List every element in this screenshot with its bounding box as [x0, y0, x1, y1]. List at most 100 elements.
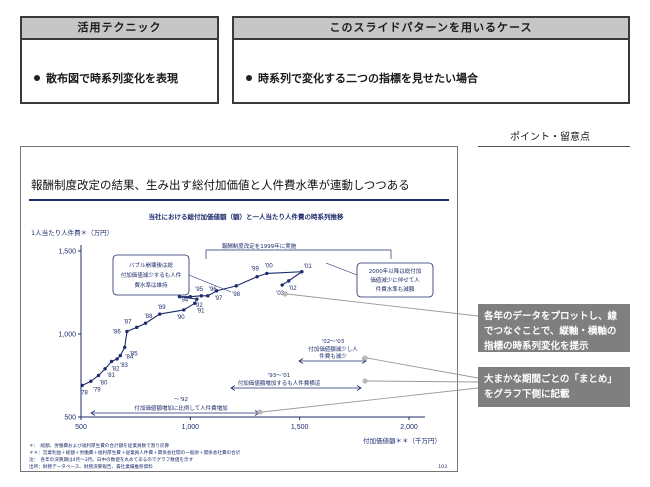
x-tick-label: 2,000 [400, 424, 418, 431]
annotation-bubble-pointer [188, 274, 232, 293]
chart-series: '78 '79'80'81'82'83 '84'85 '86'87 '88 '89 '90 '… [80, 263, 312, 396]
annotation-9301-period: '93～'01 [268, 373, 291, 379]
point-label: '97 [215, 296, 223, 302]
data-point [265, 271, 269, 276]
annotation-2000-line: 価値減少に伴せて人 [370, 276, 420, 284]
data-point [80, 383, 84, 388]
data-point [123, 345, 127, 349]
data-point [96, 373, 101, 378]
annotation-bubble-line: バブル崩壊後は総 [129, 261, 174, 269]
footnote-1: ＊： 総額、労働費および福利厚生費の合計額を従業員数で割り戻算 [29, 442, 170, 449]
data-point [193, 301, 197, 305]
annotation-2000-pointer [325, 262, 358, 276]
data-point [177, 294, 182, 299]
point-label: '99 [251, 267, 259, 273]
footnote-3: 注： 各年の決算期は4月～3月。日中の数値を丸めてあるのでグラフ数値を示す [29, 456, 194, 463]
technique-panel-header: 活用テクニック [22, 18, 217, 40]
y-tick-label: 1,000 [58, 332, 76, 339]
use-case-panel: このスライドパターンを用いるケース 時系列で変化する二つの指標を見せたい場合 [232, 16, 630, 104]
annotation-2000-line: 件費水準も減額 [376, 285, 415, 293]
annotation-0203-line: 付加価値額減少し人 [308, 345, 358, 353]
data-point [109, 359, 114, 364]
point-label: '94 [180, 298, 188, 304]
callout-box [112, 254, 190, 296]
annotation-0203-period: '02～'03 [322, 339, 345, 345]
annotation-0203-arrow-tail [298, 358, 304, 364]
point-label: '98 [232, 292, 240, 298]
points-divider [478, 146, 630, 147]
x-tick-label: 500 [75, 424, 87, 431]
data-point [188, 294, 193, 299]
point-label: '02 [289, 286, 297, 292]
footnote-4: 出所：財務データベース、財務決算報告、貴社業績推移資料 [29, 463, 153, 470]
scatter-chart: 当社における総付加価値額（額）と一人当たり人件費の時系列推移 1人当たり人件費＊… [29, 212, 447, 470]
point-label: '79 [93, 387, 101, 393]
y-tick-label: 1,500 [58, 249, 76, 256]
point-label: '89 [158, 305, 166, 311]
annotation-bubble-line: 付加価値減少するも人件 [121, 271, 182, 279]
point-label: '91 [197, 308, 205, 314]
slide-title: 報酬制度改定の結果、生み出す総付加価値と人件費水準が連動しつつある [31, 178, 410, 192]
point-label: '78 [80, 390, 88, 396]
data-point [287, 279, 291, 283]
chart-annotations: 報酬制度改定を1999年に実施バブル崩壊後は総付加価値減少するも人件費水準は維持… [90, 242, 434, 416]
x-axis-label: 付加価値額＊＊（千万円） [363, 436, 441, 445]
point-label: '95 [195, 287, 203, 293]
point-note-2: 大まかな期間ごとの「まとめ」をグラフ下側に記載 [478, 367, 630, 407]
technique-panel: 活用テクニック 散布図で時系列変化を表現 [20, 16, 219, 104]
point-label: '85 [130, 351, 138, 357]
data-point [300, 270, 304, 274]
footnote-2: ＊＊：営業利益＋総額＋労働費＋福利厚生費＋従業員人件費＋関係会社間の一般財＋関係… [29, 449, 241, 456]
annotation-92-text: 付加価値額増加に比例して人件費増加 [134, 404, 227, 412]
point-label: '86 [113, 330, 121, 336]
point-label: '03 [276, 291, 284, 297]
bullet-icon [34, 75, 40, 81]
point-label: '87 [124, 319, 132, 325]
point-label: '83 [120, 363, 128, 369]
data-point [115, 357, 119, 361]
data-point [182, 308, 186, 312]
y-tick-label: 500 [64, 415, 76, 422]
annotation-9301-text: 付加価値額増加するも人件費横這 [238, 379, 321, 387]
x-tick-label: 1,000 [182, 424, 200, 431]
data-point [255, 275, 259, 279]
point-label: '00 [265, 263, 273, 269]
point-label: '01 [304, 264, 312, 270]
slide-thumbnail: 報酬制度改定の結果、生み出す総付加価値と人件費水準が連動しつつある 当社における… [20, 146, 458, 472]
data-point [118, 353, 123, 358]
use-case-panel-header: このスライドパターンを用いるケース [234, 18, 628, 40]
data-point [103, 367, 107, 371]
point-label: '88 [145, 314, 153, 320]
data-point [135, 325, 139, 330]
point-label: '92 [195, 303, 203, 309]
data-point [206, 294, 210, 298]
data-point [158, 312, 162, 316]
annotation-reform: 報酬制度改定を1999年に実施 [222, 242, 297, 250]
point-label: '96 [209, 287, 217, 293]
point-label: '90 [177, 315, 185, 321]
chart-title: 当社における総付加価値額（額）と一人当たり人件費の時系列推移 [149, 212, 345, 221]
data-point [143, 321, 148, 325]
slide-footnotes: ＊： 総額、労働費および福利厚生費の合計額を従業員数で割り戻算 ＊＊：営業利益＋… [29, 442, 241, 470]
data-point [280, 283, 284, 287]
data-point [214, 289, 219, 293]
annotation-92-period: ～'92 [174, 397, 188, 403]
slide-page-number: 103 [438, 464, 447, 470]
data-point [234, 284, 238, 288]
bullet-icon [246, 75, 252, 81]
point-label: '81 [107, 373, 115, 379]
annotation-bubble-line: 費水準は維持 [134, 281, 168, 289]
point-note-1: 各年のデータをプロットし、線でつなぐことで、縦軸・横軸の指標の時系列変化を提示 [478, 304, 630, 352]
data-point [89, 379, 93, 384]
annotation-2000-line: 2000年以降は総付加 [369, 267, 422, 275]
point-label: '84 [125, 355, 133, 361]
y-axis-label: 1人当たり人件費＊（万円） [31, 228, 113, 237]
data-point [125, 329, 129, 334]
points-label: ポイント・留意点 [510, 132, 590, 143]
point-label: '82 [112, 366, 120, 372]
point-label: '80 [99, 381, 107, 387]
annotation-9301-arrow-tail [230, 385, 236, 391]
chart-axes: 500 1,000 1,500 2,000 500 1,000 1,500 [58, 245, 425, 431]
data-point [199, 294, 203, 298]
x-tick-label: 1,500 [291, 424, 309, 431]
